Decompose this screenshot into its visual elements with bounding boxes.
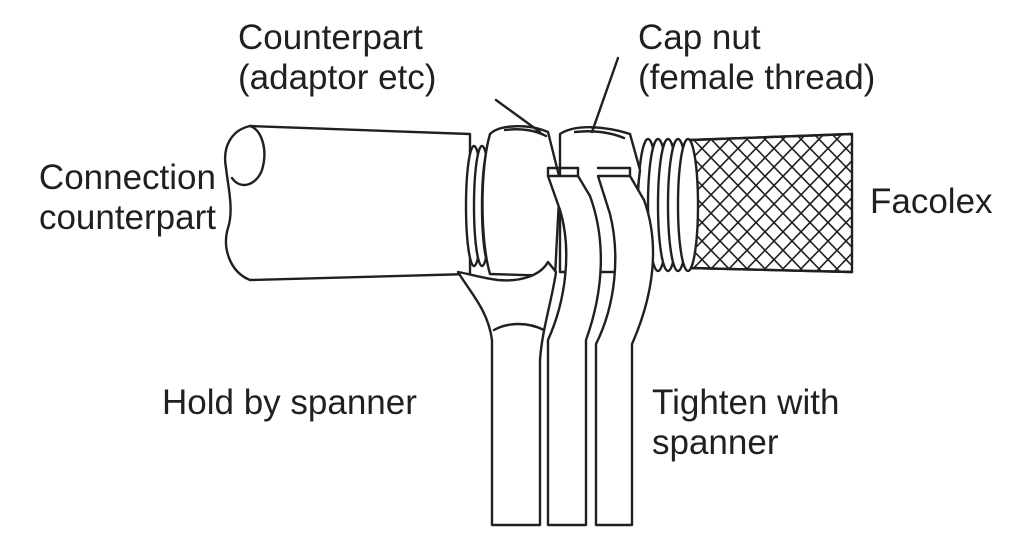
mesh-strand: [811, 134, 852, 272]
label-tighten-line2: spanner: [652, 423, 779, 462]
mesh-strand: [690, 134, 773, 272]
corrugation-ring: [676, 137, 700, 273]
label-hold-by-spanner: Hold by spanner: [162, 383, 417, 423]
label-tighten-with-spanner: Tighten with spanner: [652, 383, 839, 463]
mesh-strand: [757, 134, 852, 272]
mesh-strand: [793, 134, 852, 272]
label-connection-counterpart: Connection counterpart: [6, 158, 216, 238]
counterpart-nut: [481, 125, 562, 278]
label-facolex-line1: Facolex: [870, 182, 993, 221]
label-facolex: Facolex: [870, 182, 993, 222]
mesh-strand: [775, 134, 852, 272]
hold-spanner: [456, 260, 558, 527]
mesh-strand: [690, 134, 791, 272]
label-cap-nut: Cap nut (female thread): [638, 18, 875, 98]
label-counterpart: Counterpart (adaptor etc): [238, 18, 436, 98]
label-connection-line2: counterpart: [38, 198, 216, 237]
mesh-strand: [811, 134, 852, 272]
label-cap-nut-line2: (female thread): [638, 58, 876, 97]
label-tighten-line1: Tighten with: [652, 383, 840, 422]
mesh-strand: [690, 134, 755, 272]
mesh-strand: [739, 134, 852, 272]
label-counterpart-line1: Counterpart: [238, 18, 423, 57]
mesh-strand: [721, 134, 852, 272]
label-counterpart-line2: (adaptor etc): [238, 58, 437, 97]
mesh-strand: [690, 134, 755, 272]
label-hold-line1: Hold by spanner: [162, 383, 417, 422]
label-connection-line1: Connection: [38, 158, 216, 197]
tighten-spanner: [546, 166, 655, 527]
leader-lines: [494, 56, 620, 134]
mesh-strand: [793, 134, 852, 272]
mesh-strand: [690, 134, 737, 272]
braided-hose: [688, 132, 854, 274]
mesh-strand: [690, 134, 737, 272]
mesh-strand: [703, 134, 845, 272]
connection-pipe: [223, 124, 472, 282]
mesh-strand: [690, 134, 827, 272]
label-cap-nut-line1: Cap nut: [638, 18, 761, 57]
